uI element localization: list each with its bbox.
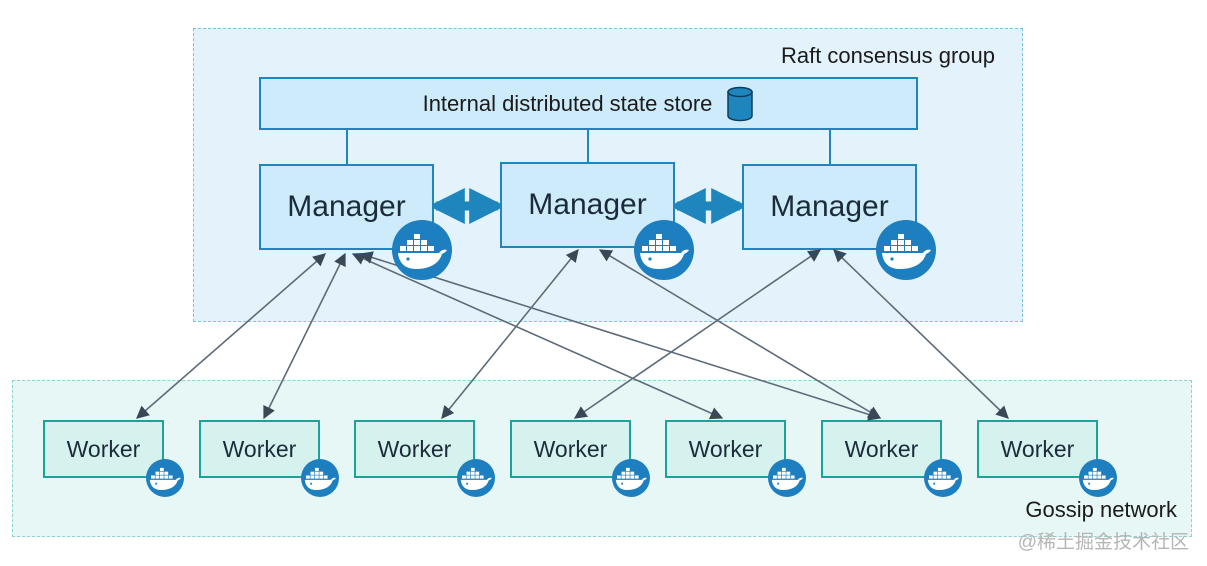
gossip-group-label: Gossip network [1025, 497, 1177, 522]
state-store-label: Internal distributed state store [422, 90, 713, 116]
state-store-box: Internal distributed state store [259, 77, 918, 130]
docker-whale-icon [457, 459, 495, 497]
manager-node-3: Manager [742, 164, 917, 250]
worker-manager-link [833, 249, 1009, 419]
worker-label: Worker [533, 435, 608, 462]
raft-group-label: Raft consensus group [780, 43, 995, 68]
worker-label: Worker [222, 435, 297, 462]
docker-whale-icon [1079, 459, 1117, 497]
worker-node-3: Worker [354, 420, 475, 478]
docker-whale-icon [392, 220, 452, 280]
docker-whale-icon [612, 459, 650, 497]
worker-label: Worker [1000, 435, 1075, 462]
watermark: @稀土掘金技术社区 [1017, 532, 1189, 553]
docker-whale-icon [301, 459, 339, 497]
worker-node-4: Worker [510, 420, 631, 478]
worker-node-7: Worker [977, 420, 1098, 478]
worker-manager-link [441, 249, 579, 419]
docker-whale-icon [146, 459, 184, 497]
worker-manager-link [263, 252, 346, 420]
docker-whale-icon [876, 220, 936, 280]
docker-whale-icon [634, 220, 694, 280]
docker-whale-icon [768, 459, 806, 497]
worker-node-6: Worker [821, 420, 942, 478]
worker-label: Worker [844, 435, 919, 462]
worker-node-2: Worker [199, 420, 320, 478]
worker-label: Worker [688, 435, 763, 462]
worker-label: Worker [377, 435, 452, 462]
worker-node-1: Worker [43, 420, 164, 478]
database-icon [727, 86, 754, 121]
docker-whale-icon [924, 459, 962, 497]
worker-label: Worker [66, 435, 141, 462]
worker-manager-link [136, 253, 326, 419]
manager-label: Manager [528, 188, 647, 221]
worker-node-5: Worker [665, 420, 786, 478]
worker-manager-link [573, 249, 822, 419]
manager-label: Manager [770, 190, 889, 223]
manager-label: Manager [287, 190, 406, 223]
